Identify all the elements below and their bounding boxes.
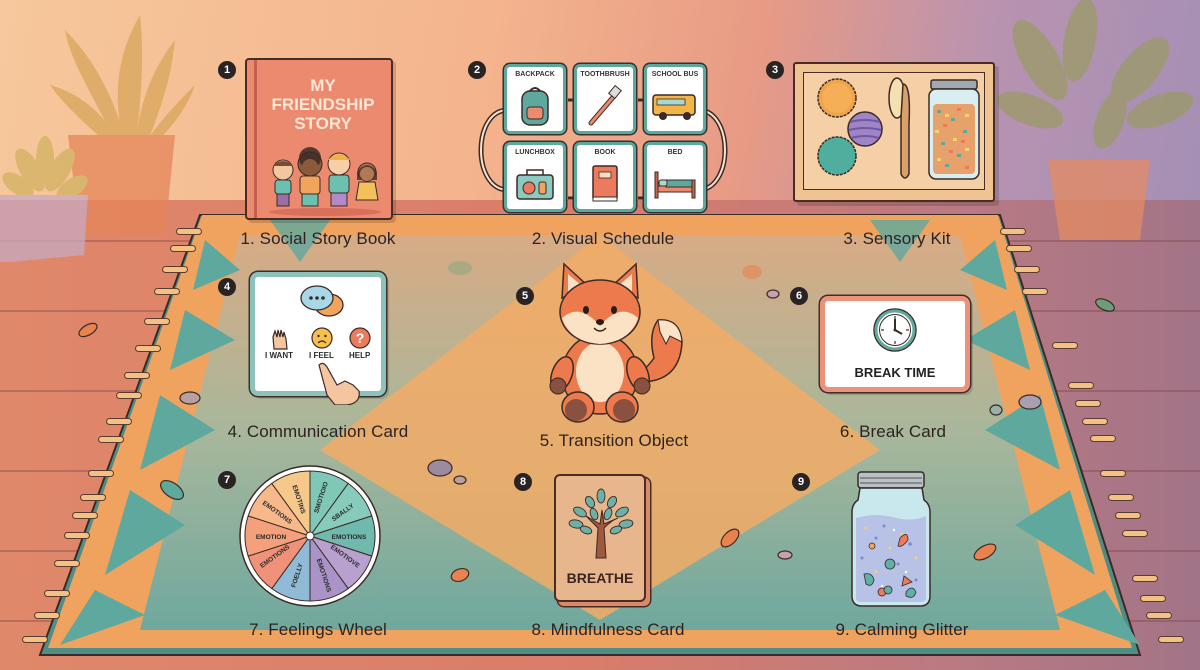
children-illustration [269,147,381,216]
item-caption: 2. Visual Schedule [531,229,675,248]
background-plants [0,0,1194,262]
number-badge: 9 [792,473,810,491]
number-badge: 2 [468,61,486,79]
fox-plush-icon [549,262,683,423]
item-caption: 9. Calming Glitter [835,620,969,639]
toothbrush-icon [577,85,633,127]
number-badge: 5 [516,287,534,305]
item-caption: 8. Mindfulness Card [531,620,685,639]
number-badge: 4 [218,278,236,296]
item-caption: 5. Transition Object [539,431,689,450]
backpack-icon [507,85,563,127]
schedule-card-lunchbox[interactable]: LUNCHBOX [504,142,566,212]
item-caption: 7. Feelings Wheel [249,620,387,639]
svg-text:EMOTIONS: EMOTIONS [332,534,367,541]
book-icon [577,163,633,205]
lunchbox-icon [507,163,563,205]
schedule-card-toothbrush[interactable]: TOOTHBRUSH [574,64,636,134]
item-caption: 3. Sensory Kit [843,229,951,248]
number-badge: 1 [218,61,236,79]
speech-bubbles-icon [300,285,344,317]
sad-face-icon [311,327,333,349]
schedule-card-backpack[interactable]: BACKPACK [504,64,566,134]
item-caption: 4. Communication Card [227,422,409,441]
communication-card-icon: ? I WANT I FEEL HELP [250,272,386,405]
svg-text:?: ? [356,330,365,346]
number-badge: 8 [514,473,532,491]
hand-icon [272,329,288,350]
book-title: MY FRIENDSHIP STORY [271,76,375,133]
school-bus-icon [647,85,703,127]
number-badge: 3 [766,61,784,79]
mindfulness-card: BREATHE [554,474,646,602]
number-badge: 6 [790,287,808,305]
break-card: BREAK TIME [820,296,970,392]
schedule-card-school-bus[interactable]: SCHOOL BUS [644,64,706,134]
feelings-wheel-icon: EMOTINS SMOTIOIO SBALLY EMOTIONS EMOTIOV… [239,465,381,607]
glitter-jar-icon [851,471,931,607]
sensory-kit-icon [793,62,995,202]
item-caption: 6. Break Card [839,422,947,441]
tree-icon [568,488,634,559]
help-icon: ? [349,327,371,349]
svg-text:EMOTION: EMOTION [256,534,287,541]
schedule-card-book[interactable]: BOOK [574,142,636,212]
number-badge: 7 [218,471,236,489]
clock-icon [873,308,917,352]
item-caption: 1. Social Story Book [240,229,396,248]
schedule-card-bed[interactable]: BED [644,142,706,212]
pointing-hand-icon [318,362,360,405]
book-icon: MY FRIENDSHIP STORY [245,58,393,220]
bed-icon [647,163,703,205]
